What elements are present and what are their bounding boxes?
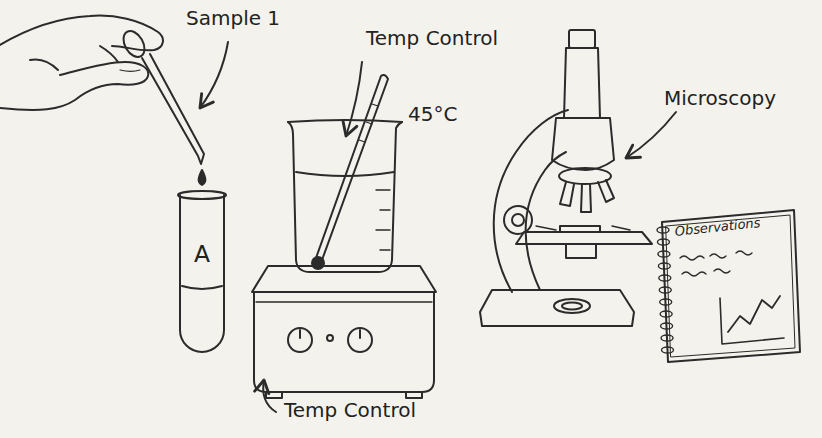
microscope	[480, 30, 652, 326]
temperature-value: 45°C	[408, 102, 457, 126]
pipette	[119, 27, 205, 185]
thermometer	[312, 75, 388, 269]
leader-arrow	[346, 62, 362, 136]
test-tube: A	[176, 188, 228, 358]
leader-arrow	[200, 42, 228, 108]
leader-arrow	[263, 380, 276, 412]
hot-plate	[252, 266, 436, 398]
callout-label: Temp Control	[284, 398, 416, 422]
callout-label: Temp Control	[366, 26, 498, 50]
notebook: Observations	[648, 206, 804, 368]
hand	[0, 16, 163, 110]
test-tube-outline	[176, 188, 228, 358]
callout-label: Microscopy	[664, 86, 776, 110]
tube-label: A	[176, 240, 228, 268]
notebook-heading: Observations	[674, 215, 761, 239]
leader-arrow	[626, 112, 676, 158]
callout-label: Sample 1	[186, 6, 280, 30]
